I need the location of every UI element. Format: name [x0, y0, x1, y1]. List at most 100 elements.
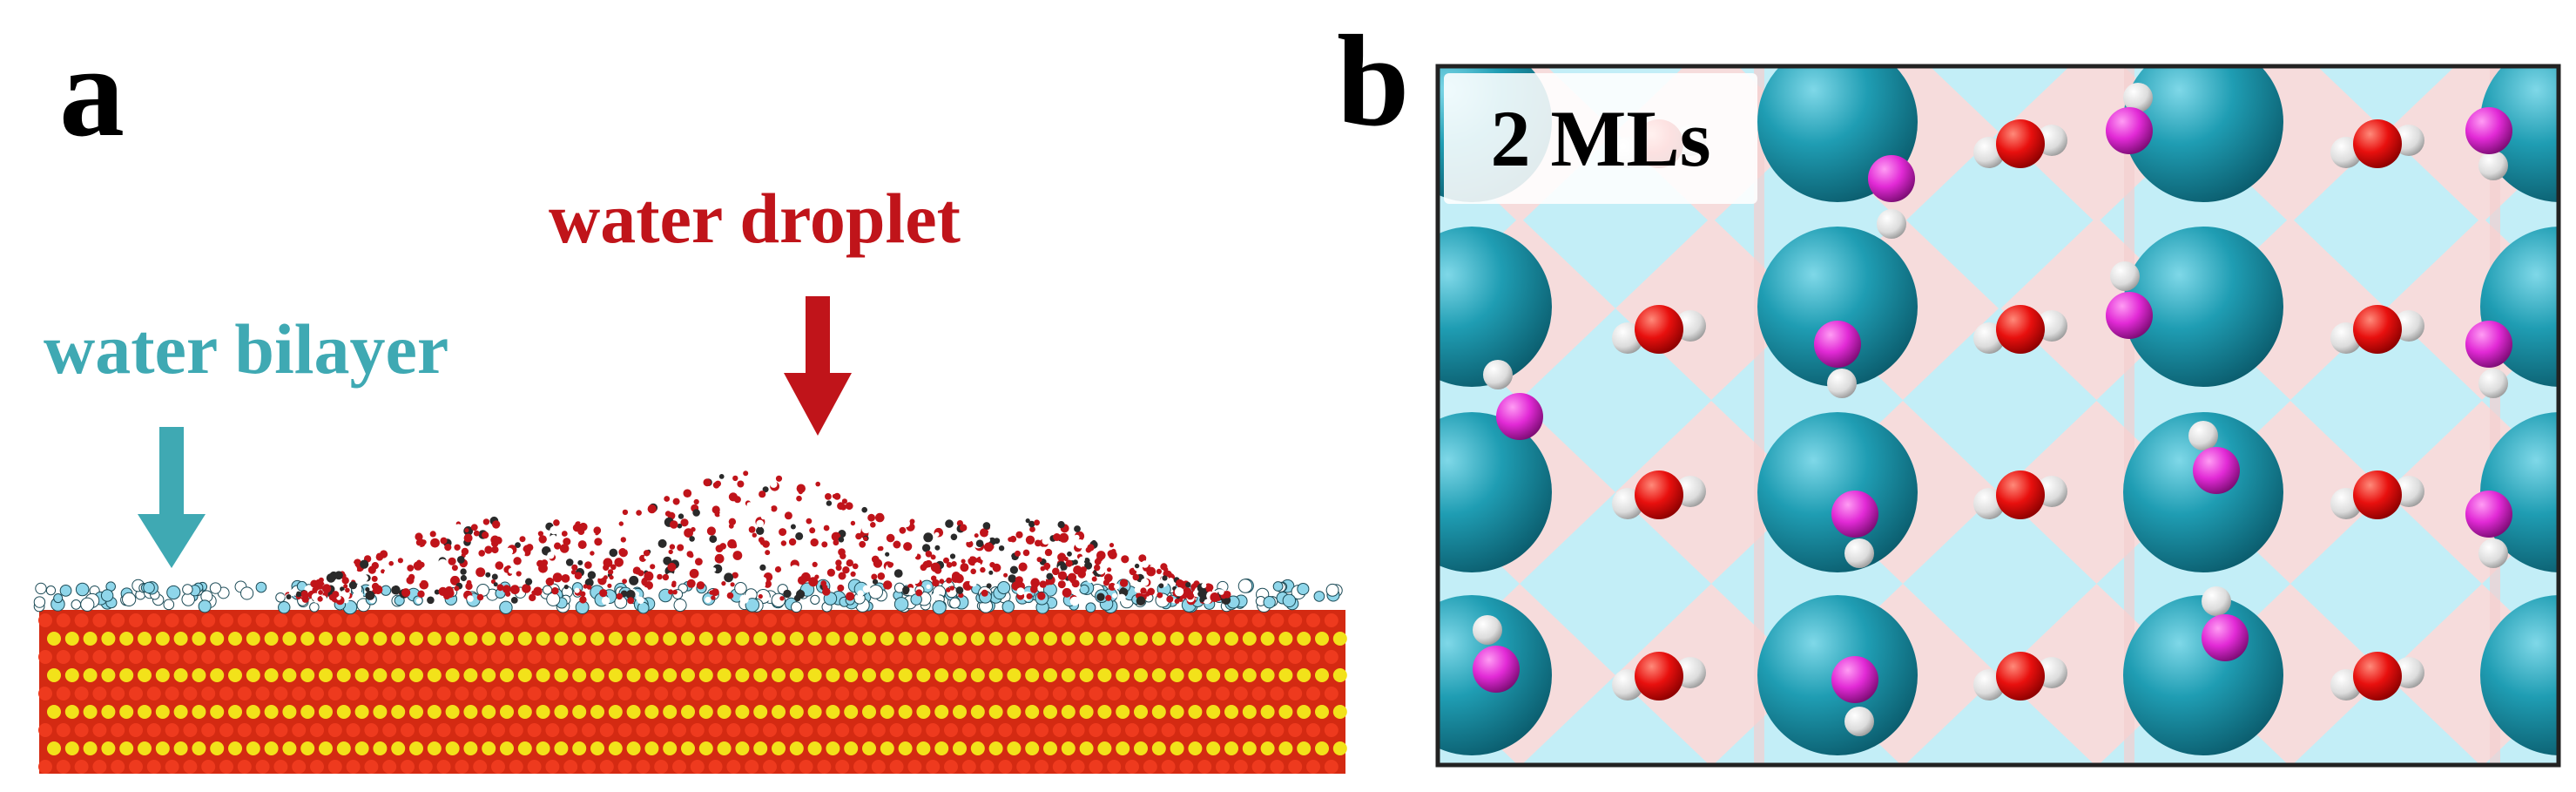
droplet-molecule — [827, 554, 834, 561]
droplet-molecule — [974, 562, 981, 569]
droplet-molecule — [733, 530, 738, 536]
bilayer-molecule — [1237, 579, 1253, 593]
droplet-molecule — [609, 548, 618, 558]
slab-atom — [953, 632, 967, 646]
droplet-molecule — [467, 562, 476, 572]
droplet-molecule — [867, 513, 875, 522]
slab-atom — [853, 723, 867, 737]
droplet-molecule — [823, 525, 830, 531]
slab-atom — [608, 705, 623, 719]
droplet-molecule — [622, 579, 627, 584]
droplet-molecule — [946, 577, 952, 584]
slab-atom — [1052, 687, 1067, 701]
slab-atom — [835, 760, 850, 774]
slab-atom — [1061, 705, 1076, 719]
droplet-molecule — [663, 556, 672, 565]
bilayer-molecule — [45, 585, 57, 596]
slab-atom — [617, 687, 632, 701]
coverage-label-box: 2 MLs — [1444, 73, 1757, 204]
droplet-molecule — [809, 527, 816, 534]
droplet-molecule — [877, 546, 882, 552]
droplet-molecule — [765, 533, 772, 541]
slab-atom — [418, 687, 433, 701]
slab-atom — [418, 760, 433, 774]
droplet-molecule — [772, 559, 780, 567]
slab-atom — [346, 613, 361, 627]
slab-atom — [563, 723, 578, 737]
slab-atom — [889, 760, 904, 774]
droplet-molecule — [752, 481, 760, 489]
slab-atom — [445, 705, 460, 719]
slab-atom — [745, 650, 759, 664]
droplet-molecule — [688, 552, 694, 558]
bilayer-molecule — [275, 592, 286, 603]
droplet-molecule — [340, 586, 345, 592]
droplet-molecule — [668, 549, 673, 555]
droplet-molecule — [838, 548, 846, 556]
slab-atom — [1035, 760, 1049, 774]
droplet-molecule — [476, 593, 484, 601]
slab-atom — [336, 705, 351, 719]
droplet-molecule — [1069, 596, 1080, 606]
droplet-molecule — [746, 566, 753, 573]
slab-atom — [536, 705, 550, 719]
droplet-molecule — [797, 508, 806, 518]
slab-atom — [1052, 723, 1067, 737]
droplet-molecule — [513, 557, 522, 565]
water-oxygen — [2353, 119, 2402, 168]
slab-atom — [1116, 705, 1130, 719]
slab-atom — [1270, 760, 1285, 774]
slab-atom — [617, 650, 632, 664]
slab-atom — [926, 613, 941, 627]
slab-atom — [373, 741, 388, 755]
bilayer-molecule — [791, 601, 802, 613]
slab-atom — [527, 687, 542, 701]
droplet-molecule — [985, 538, 991, 543]
slab-atom — [617, 613, 632, 627]
slab-atom — [1079, 705, 1094, 719]
droplet-molecule — [752, 532, 757, 538]
droplet-molecule — [763, 475, 769, 481]
droplet-molecule — [1009, 565, 1018, 574]
slab-atom — [907, 723, 922, 737]
droplet-molecule — [1176, 579, 1183, 587]
slab-atom — [292, 650, 307, 664]
droplet-molecule — [570, 569, 577, 575]
hydroxyl-groups — [1473, 83, 2512, 736]
droplet-molecule — [1042, 537, 1049, 545]
slab-atom — [1025, 705, 1040, 719]
droplet-molecule — [586, 585, 592, 590]
droplet-molecule — [563, 585, 569, 590]
droplet-molecule — [375, 553, 384, 561]
slab-atom — [926, 723, 941, 737]
slab-atom — [228, 705, 242, 719]
slab-atom — [545, 650, 560, 664]
slab-atom — [74, 760, 89, 774]
slab-atom — [889, 613, 904, 627]
slab-atom — [56, 723, 71, 737]
slab-atom — [292, 687, 307, 701]
droplet-molecule — [1138, 554, 1147, 563]
droplet-molecule — [1028, 520, 1035, 528]
slab-atom — [138, 668, 152, 682]
slab-atom — [772, 705, 786, 719]
substrate-slab — [38, 610, 1347, 774]
droplet-molecule — [955, 586, 964, 594]
droplet-molecule — [371, 575, 378, 582]
droplet-molecule — [454, 544, 461, 551]
slab-atom — [563, 687, 578, 701]
droplet-molecule — [1174, 599, 1180, 604]
slab-atom — [907, 760, 922, 774]
slab-atom — [1224, 632, 1238, 646]
droplet-molecule — [552, 572, 563, 583]
droplet-molecule — [318, 590, 323, 595]
slab-atom — [681, 741, 695, 755]
slab-atom — [491, 613, 505, 627]
droplet-molecule — [760, 514, 766, 520]
droplet-molecule — [894, 569, 903, 578]
slab-atom — [545, 613, 560, 627]
slab-atom — [753, 632, 768, 646]
droplet-molecule — [415, 539, 423, 546]
slab-atom — [346, 723, 361, 737]
slab-atom — [1288, 687, 1303, 701]
